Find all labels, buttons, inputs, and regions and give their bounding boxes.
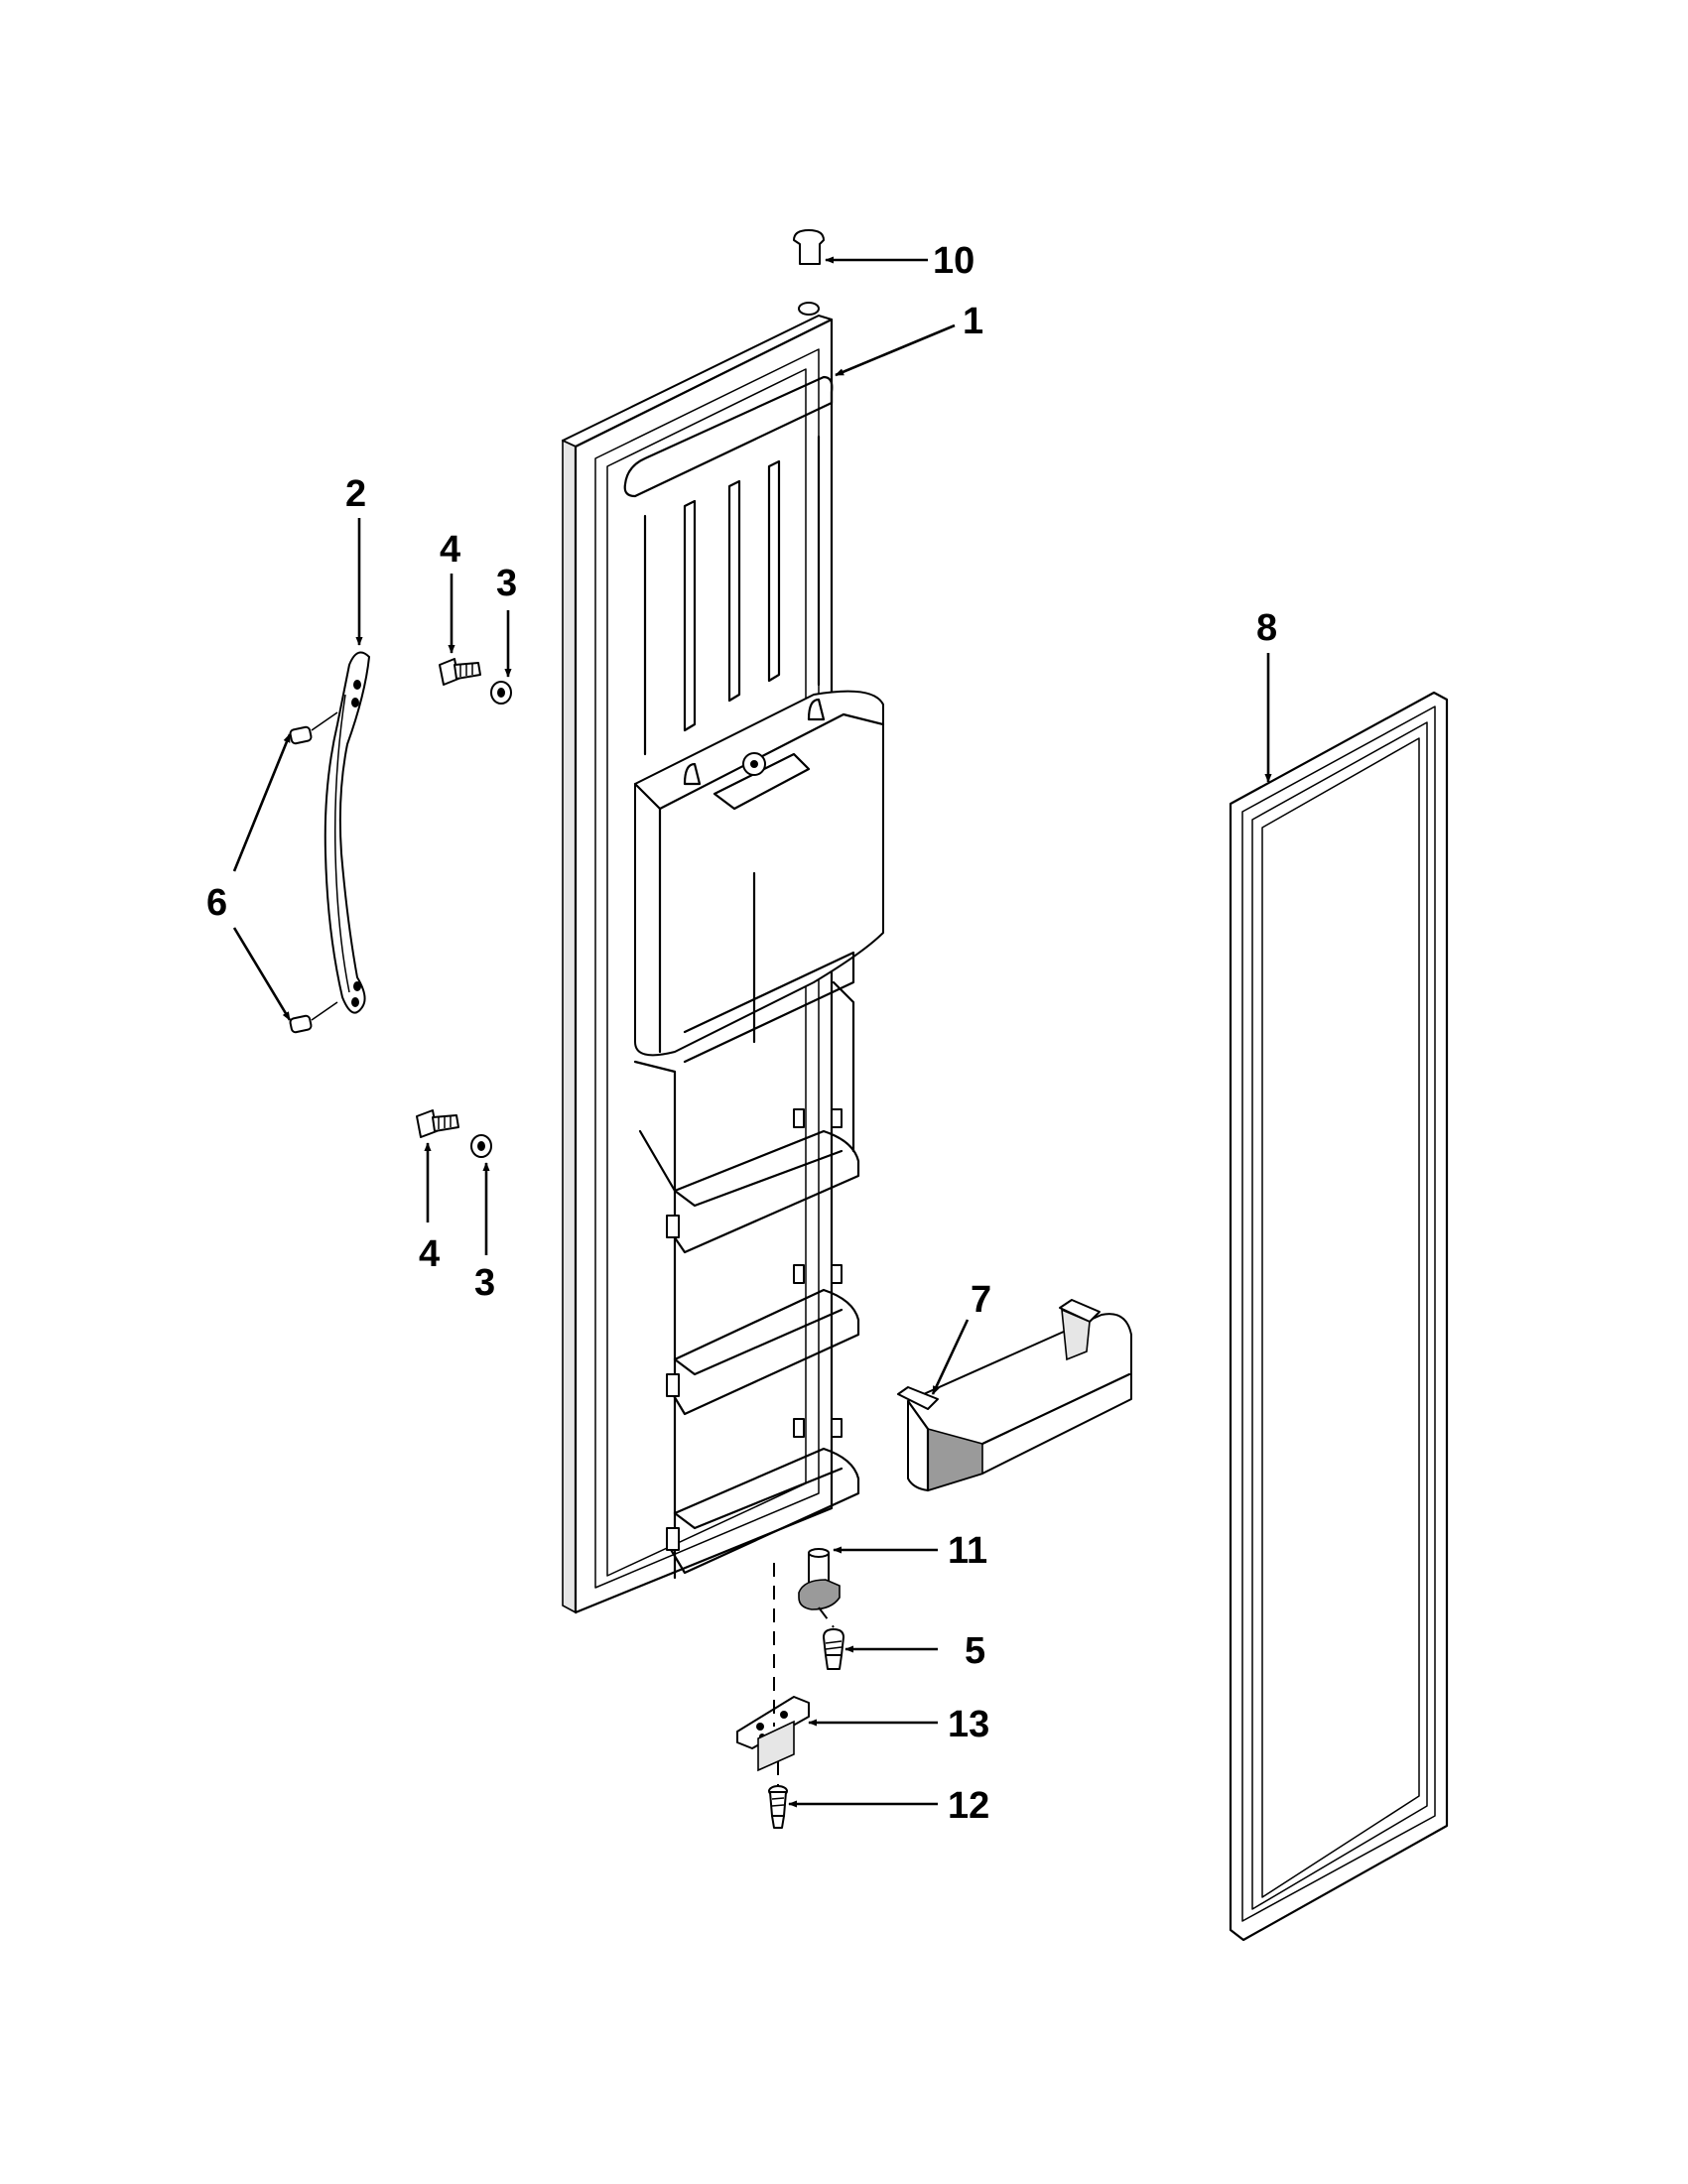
screw-spacer-lower bbox=[416, 1109, 492, 1158]
shelf-bin bbox=[897, 1299, 1132, 1492]
callout-1: 1 bbox=[963, 301, 983, 342]
freezer-door bbox=[562, 315, 885, 1614]
callout-5: 5 bbox=[965, 1630, 985, 1672]
bracket-screw bbox=[768, 1785, 788, 1829]
handle-studs bbox=[289, 711, 338, 1034]
screw-spacer-upper bbox=[439, 658, 512, 705]
callout-4-upper: 4 bbox=[440, 529, 460, 571]
callout-3-upper: 3 bbox=[496, 563, 517, 604]
callout-11: 11 bbox=[948, 1530, 987, 1572]
callout-2: 2 bbox=[345, 473, 366, 515]
callout-12: 12 bbox=[948, 1785, 989, 1827]
assembly-lines bbox=[773, 1563, 835, 1786]
callout-3-lower: 3 bbox=[474, 1262, 495, 1304]
callout-7: 7 bbox=[971, 1279, 991, 1321]
cap-plug bbox=[793, 229, 825, 316]
hinge-screw bbox=[823, 1628, 844, 1670]
leader-arrows bbox=[232, 256, 1272, 1808]
callout-6: 6 bbox=[206, 882, 227, 924]
door-gasket bbox=[1229, 691, 1449, 1942]
callout-8: 8 bbox=[1256, 607, 1277, 649]
callout-13: 13 bbox=[948, 1704, 989, 1745]
callout-10: 10 bbox=[933, 240, 974, 282]
callout-4-lower: 4 bbox=[419, 1233, 440, 1275]
callout-labels: 10 1 2 4 3 8 6 4 3 7 11 5 13 12 bbox=[206, 240, 1277, 1827]
hinge-pin bbox=[798, 1548, 841, 1610]
door-handle bbox=[324, 651, 370, 1014]
